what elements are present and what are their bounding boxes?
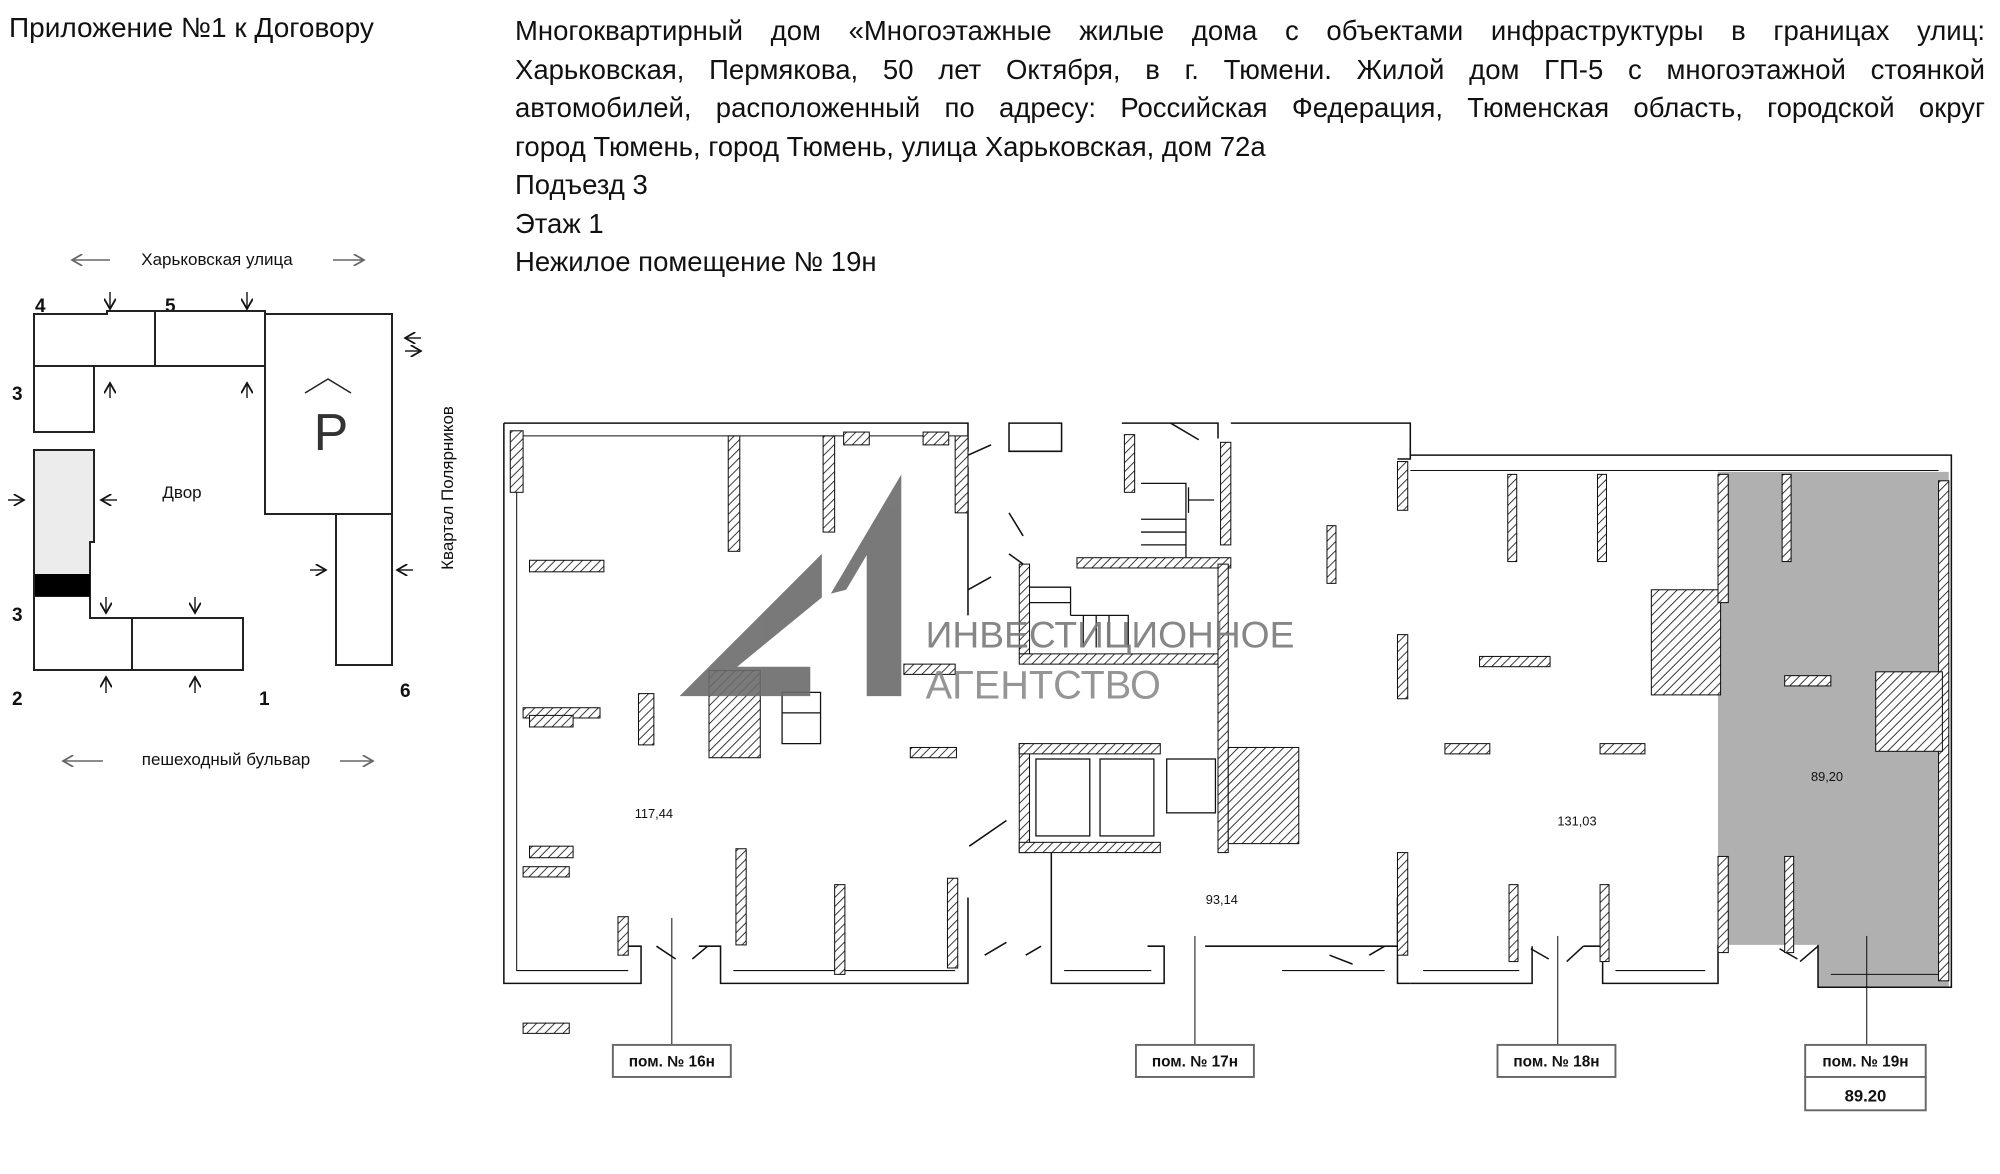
logo-mark-1 <box>830 474 902 697</box>
unit-19n-highlight <box>1718 471 1949 988</box>
description-line: город Тюмень, город Тюмень, улица Харько… <box>515 130 1266 162</box>
unit-label: пом. № 16н <box>629 1054 715 1071</box>
unit-label-18n: пом. № 18н <box>1496 1043 1617 1078</box>
section-number: 3 <box>12 605 23 626</box>
unit-label: пом. № 19н <box>1822 1054 1908 1071</box>
site-plan: Харьковская улица 4 5 3 3 2 1 6 P Двор п… <box>8 250 457 769</box>
entrance-number: Подъезд 3 <box>515 169 648 200</box>
section-number: 5 <box>165 296 176 317</box>
stair-elevator-core <box>781 482 1217 837</box>
watermark-line1: ИНВЕСТИЦИОННОЕ <box>926 613 1295 655</box>
watermark-line2: АГЕНТСТВО <box>926 664 1161 708</box>
current-entrance-marker <box>35 574 90 596</box>
section-number: 6 <box>400 681 411 702</box>
structural-walls <box>509 430 1950 1034</box>
appendix-title: Приложение №1 к Договору <box>9 12 374 43</box>
unit-label: пом. № 17н <box>1152 1054 1238 1071</box>
watermark-logo: ИНВЕСТИЦИОННОЕ АГЕНТСТВО <box>679 474 1295 708</box>
description-line: Харьковская, Пермякова, 50 лет Октября, … <box>515 53 1985 85</box>
floor-plan: 117,44 93,14 131,03 89,20 пом. № 16н пом… <box>503 422 1953 1112</box>
building-section-4-5 <box>33 310 266 433</box>
description-line: Многоквартирный дом «Многоэтажные жилые … <box>515 15 1985 46</box>
property-description: Многоквартирный дом «Многоэтажные жилые … <box>515 12 1985 282</box>
description-line: автомобилей, расположенный по адресу: Ро… <box>515 92 1985 123</box>
yard-label: Двор <box>162 483 201 502</box>
area-label-18n: 131,03 <box>1557 814 1596 829</box>
building-section-6 <box>335 514 393 666</box>
unit-label-16n: пом. № 16н <box>611 1043 732 1078</box>
area-label-19n: 89,20 <box>1811 769 1843 784</box>
street-right-label: Квартал Полярников <box>438 406 457 570</box>
entrance-arrows <box>8 292 421 693</box>
section-number: 3 <box>12 384 23 405</box>
floor-number: Этаж 1 <box>515 207 604 239</box>
unit-area-value: 89.20 <box>1845 1086 1887 1105</box>
section-number: 1 <box>259 689 270 710</box>
street-top-label: Харьковская улица <box>141 250 293 269</box>
parking-icon: P <box>314 404 349 462</box>
unit-label-19n: пом. № 19н 89.20 <box>1804 1043 1927 1112</box>
area-label-16n: 117,44 <box>635 806 673 821</box>
section-number: 4 <box>35 296 46 317</box>
section-number: 2 <box>12 689 23 710</box>
building-section-1-2 <box>33 596 244 671</box>
street-bottom-label: пешеходный бульвар <box>142 750 311 769</box>
unit-label-17n: пом. № 17н <box>1134 1043 1255 1078</box>
logo-mark-4 <box>679 553 822 697</box>
unit-label: пом. № 18н <box>1513 1054 1599 1071</box>
premises-number: Нежилое помещение № 19н <box>515 246 877 277</box>
area-label-17n: 93,14 <box>1206 892 1238 907</box>
wall-outline <box>503 422 969 985</box>
